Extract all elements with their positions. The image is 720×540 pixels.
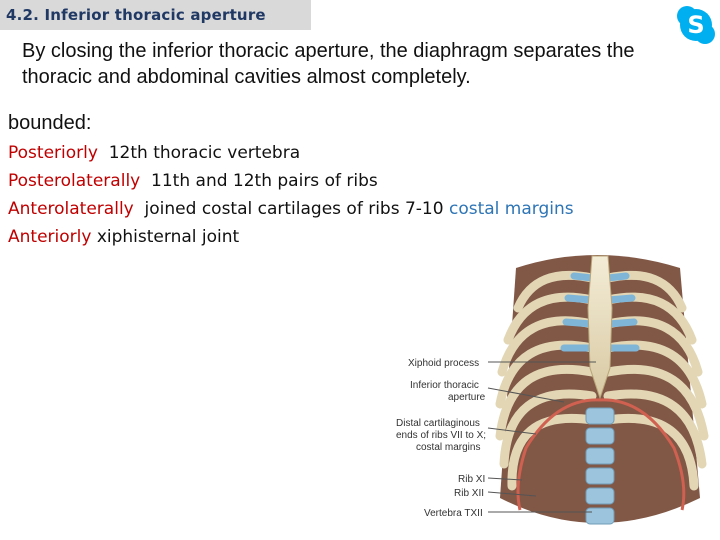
label-xiphoid: Xiphoid process (408, 358, 479, 369)
boundary-posterior: Posteriorly 12th thoracic vertebra (8, 139, 574, 167)
boundary-term: Anterolaterally (8, 199, 134, 219)
boundary-anterolateral: Anterolaterally joined costal cartilages… (8, 195, 574, 223)
slide-title-bar: 4.2. Inferior thoracic aperture (0, 0, 311, 30)
skype-icon[interactable]: S (675, 4, 717, 46)
boundary-desc: joined costal cartilages of ribs 7-10 (144, 199, 444, 219)
label-rib11: Rib XI (458, 474, 485, 485)
label-distal-3: costal margins (416, 442, 480, 453)
label-distal-2: ends of ribs VII to X; (396, 430, 486, 441)
boundary-term: Posteriorly (8, 143, 98, 163)
label-aperture-2: aperture (448, 392, 486, 403)
boundary-anterior: Anteriorly xiphisternal joint (8, 223, 574, 251)
boundary-list: Posteriorly 12th thoracic vertebra Poste… (8, 139, 574, 251)
boundary-desc: 11th and 12th pairs of ribs (151, 171, 378, 191)
boundary-term: Anteriorly (8, 227, 92, 247)
label-rib12: Rib XII (454, 488, 484, 499)
thoracic-cage-illustration: Xiphoid process Inferior thoracic apertu… (396, 255, 709, 525)
label-vertebra: Vertebra TXII (424, 508, 483, 519)
boundary-desc: 12th thoracic vertebra (108, 143, 301, 163)
bounded-label: bounded: (8, 112, 92, 134)
boundary-term: Posterolaterally (8, 171, 141, 191)
svg-text:S: S (687, 11, 704, 39)
label-distal-1: Distal cartilaginous (396, 418, 480, 429)
label-aperture-1: Inferior thoracic (410, 380, 479, 391)
intro-paragraph: By closing the inferior thoracic apertur… (22, 40, 635, 88)
boundary-extra: costal margins (448, 199, 574, 219)
boundary-desc: xiphisternal joint (96, 227, 240, 247)
slide-title: 4.2. Inferior thoracic aperture (6, 6, 266, 24)
boundary-posterolateral: Posterolaterally 11th and 12th pairs of … (8, 167, 574, 195)
